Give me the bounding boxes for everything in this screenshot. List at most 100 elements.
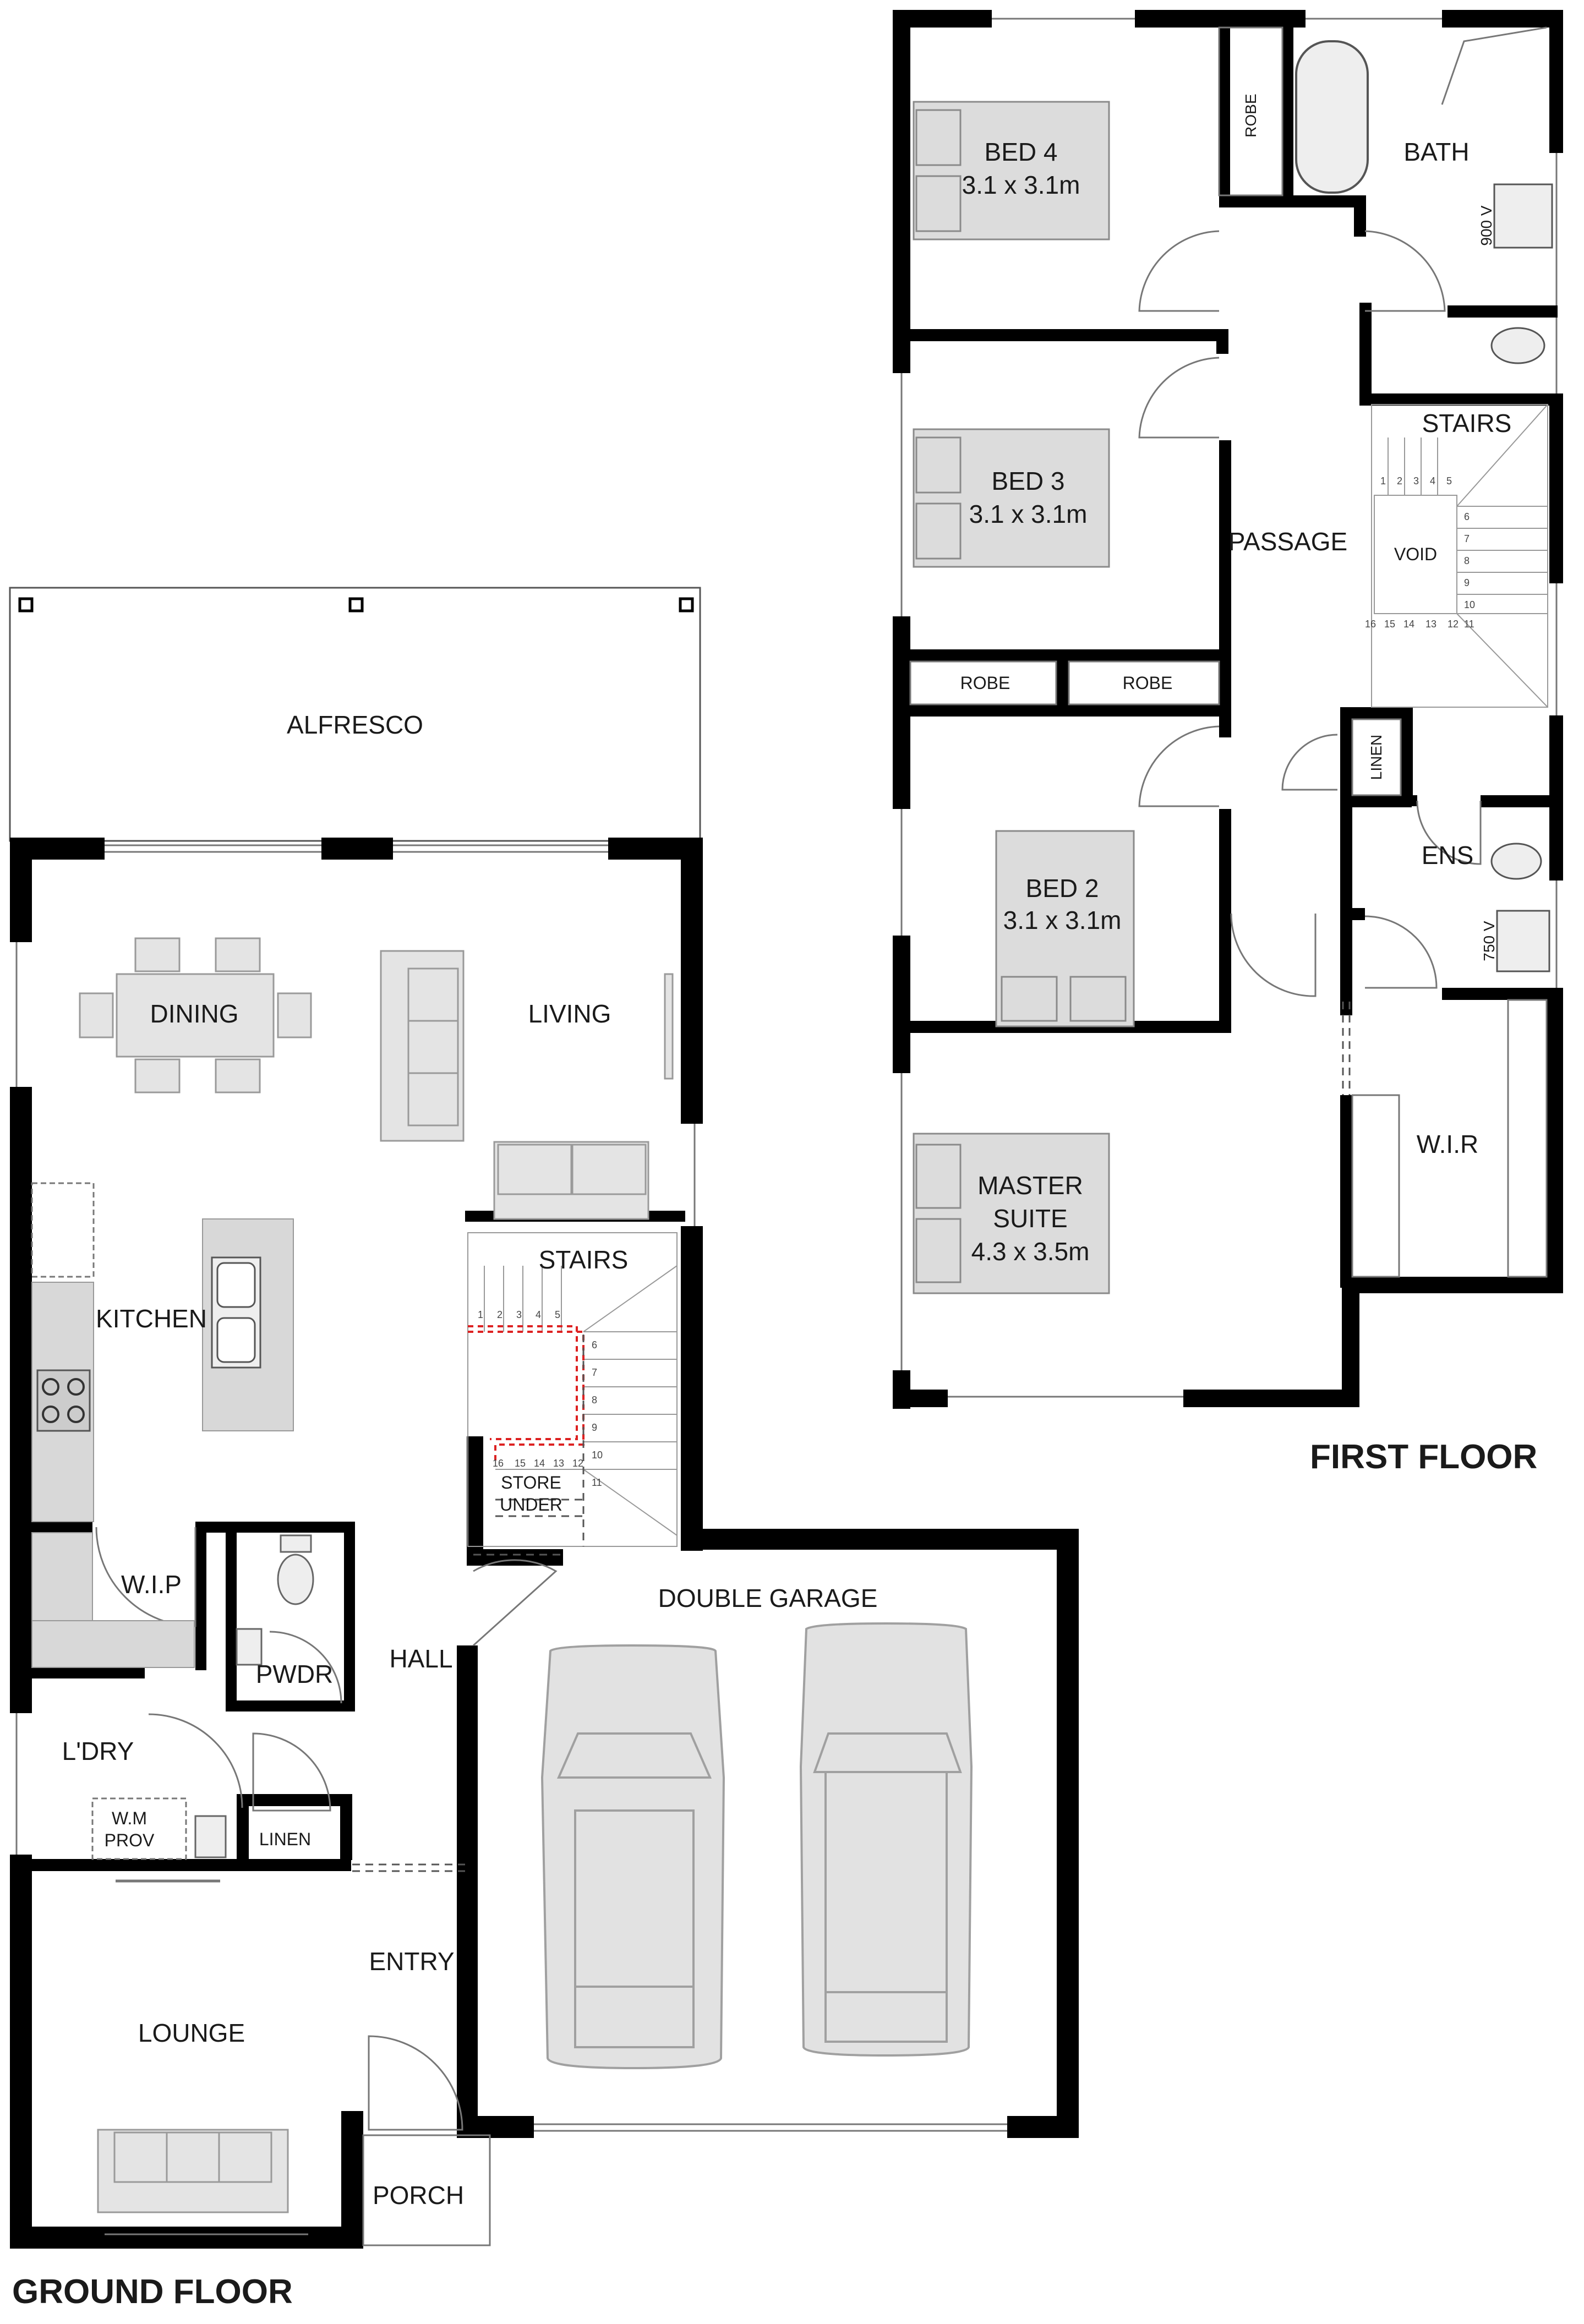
toilet-cistern: [280, 1534, 312, 1553]
laundry-tub: [194, 1815, 227, 1858]
robe-outline: [1068, 660, 1220, 706]
first-stair-number: 10: [1464, 599, 1475, 610]
dining-chair: [215, 937, 261, 972]
wm-prov-box: [91, 1797, 187, 1860]
first-stair-number: 6: [1464, 511, 1470, 522]
wall: [1342, 1277, 1562, 1293]
bathtub: [1295, 40, 1369, 194]
wall: [1401, 707, 1413, 803]
first-stair-number: 5: [1446, 475, 1452, 486]
first-stair-number: 16: [1365, 619, 1376, 630]
room-label-bath: BATH: [1403, 138, 1469, 166]
ground-stair-number: 3: [516, 1309, 522, 1320]
label-void: VOID: [1394, 544, 1437, 564]
room-label-entry: ENTRY: [369, 1947, 454, 1976]
wall: [1547, 996, 1563, 1293]
ground-floor: ALFRESCO DINING LIVING KITCHEN STAIRS ST…: [9, 587, 1079, 2311]
ground-stair-number: 13: [553, 1458, 564, 1469]
robe-outline: [1218, 26, 1283, 196]
room-label-living: LIVING: [528, 999, 611, 1028]
sofa-cushion: [407, 1020, 459, 1074]
cooktop-frame: [36, 1369, 91, 1432]
wall: [1340, 795, 1412, 807]
toilet: [277, 1554, 314, 1605]
door-swing: [368, 2035, 463, 2131]
ground-stairs: [467, 1232, 678, 1547]
dining-chair: [134, 1058, 181, 1093]
wall: [10, 838, 32, 942]
car-rear: [574, 1986, 695, 2048]
first-stair-number: 4: [1430, 475, 1435, 486]
first-stair-number: 11: [1464, 619, 1474, 630]
stair-tread: [1456, 404, 1548, 507]
wall: [10, 1855, 32, 2249]
wall: [1359, 393, 1563, 406]
toilet: [1490, 327, 1545, 364]
wall: [10, 1859, 351, 1871]
wall: [1340, 908, 1365, 920]
car-roof: [824, 1771, 948, 1993]
ground-stair-number: 6: [592, 1339, 597, 1350]
fridge-space: [31, 1182, 95, 1278]
wall: [1282, 10, 1293, 205]
door-swing: [1364, 230, 1446, 312]
bed-pillow: [915, 109, 962, 166]
wall: [1401, 795, 1417, 806]
wall: [340, 1794, 352, 1860]
door-swing: [1416, 800, 1482, 865]
wall: [226, 1522, 237, 1711]
room-label-lounge: LOUNGE: [138, 2019, 245, 2047]
ground-floor-title: GROUND FLOOR: [12, 2273, 293, 2311]
wall: [237, 1794, 352, 1806]
ground-stair-number: 15: [515, 1458, 526, 1469]
room-label-wip: W.I.P: [121, 1570, 182, 1599]
first-stair-number: 3: [1413, 475, 1419, 486]
wall: [1219, 440, 1231, 737]
wall: [1219, 10, 1230, 205]
room-label-master-size: 4.3 x 3.5m: [971, 1237, 1090, 1266]
wall: [195, 1522, 206, 1670]
sofa-cushion: [497, 1144, 572, 1195]
bed-pillow: [915, 175, 962, 232]
bed-3: [913, 428, 1110, 568]
wall: [1183, 1390, 1359, 1407]
room-label-wir: W.I.R: [1417, 1130, 1478, 1158]
burner: [42, 1378, 59, 1396]
dining-chair: [215, 1058, 261, 1093]
wall: [893, 10, 910, 373]
door-swing: [1138, 725, 1220, 807]
ground-stair-number: 12: [572, 1458, 583, 1469]
room-label-double-garage: DOUBLE GARAGE: [658, 1584, 878, 1612]
bed-pillow: [915, 1144, 962, 1209]
first-floor: BED 4 3.1 x 3.1m ROBE BATH 900 V STAIRS …: [893, 10, 1563, 1476]
wall: [237, 1794, 249, 1860]
living-sofa: [380, 950, 465, 1142]
bath-vanity: [1493, 183, 1553, 249]
sink-bowl: [216, 1262, 256, 1308]
ground-stair-number: 10: [592, 1450, 603, 1461]
label-prov: PROV: [105, 1830, 155, 1850]
alfresco-post: [18, 597, 34, 613]
wall: [1549, 10, 1563, 153]
car: [540, 1644, 725, 2070]
wall: [467, 1436, 483, 1566]
wir-shelf: [1351, 1094, 1400, 1278]
lounge-sofa: [97, 2129, 289, 2213]
dining-chair: [134, 937, 181, 972]
wall: [1442, 988, 1563, 1000]
stair-outline: [1371, 404, 1548, 708]
room-label-linen: LINEN: [259, 1829, 311, 1849]
dining-table: [79, 937, 312, 1093]
door-swing: [252, 1732, 331, 1812]
wall: [321, 838, 393, 860]
label-ens-vanity: 750 V: [1481, 921, 1498, 961]
room-label-robe-left: ROBE: [960, 673, 1011, 693]
wall: [1354, 195, 1366, 237]
stair-cut-line: [468, 1325, 578, 1440]
wall: [681, 1226, 703, 1551]
first-stair-number: 12: [1448, 619, 1459, 630]
car-rear: [824, 1991, 948, 2043]
dining-chair: [277, 992, 312, 1038]
wall: [1342, 1277, 1359, 1407]
car: [799, 1622, 973, 2057]
